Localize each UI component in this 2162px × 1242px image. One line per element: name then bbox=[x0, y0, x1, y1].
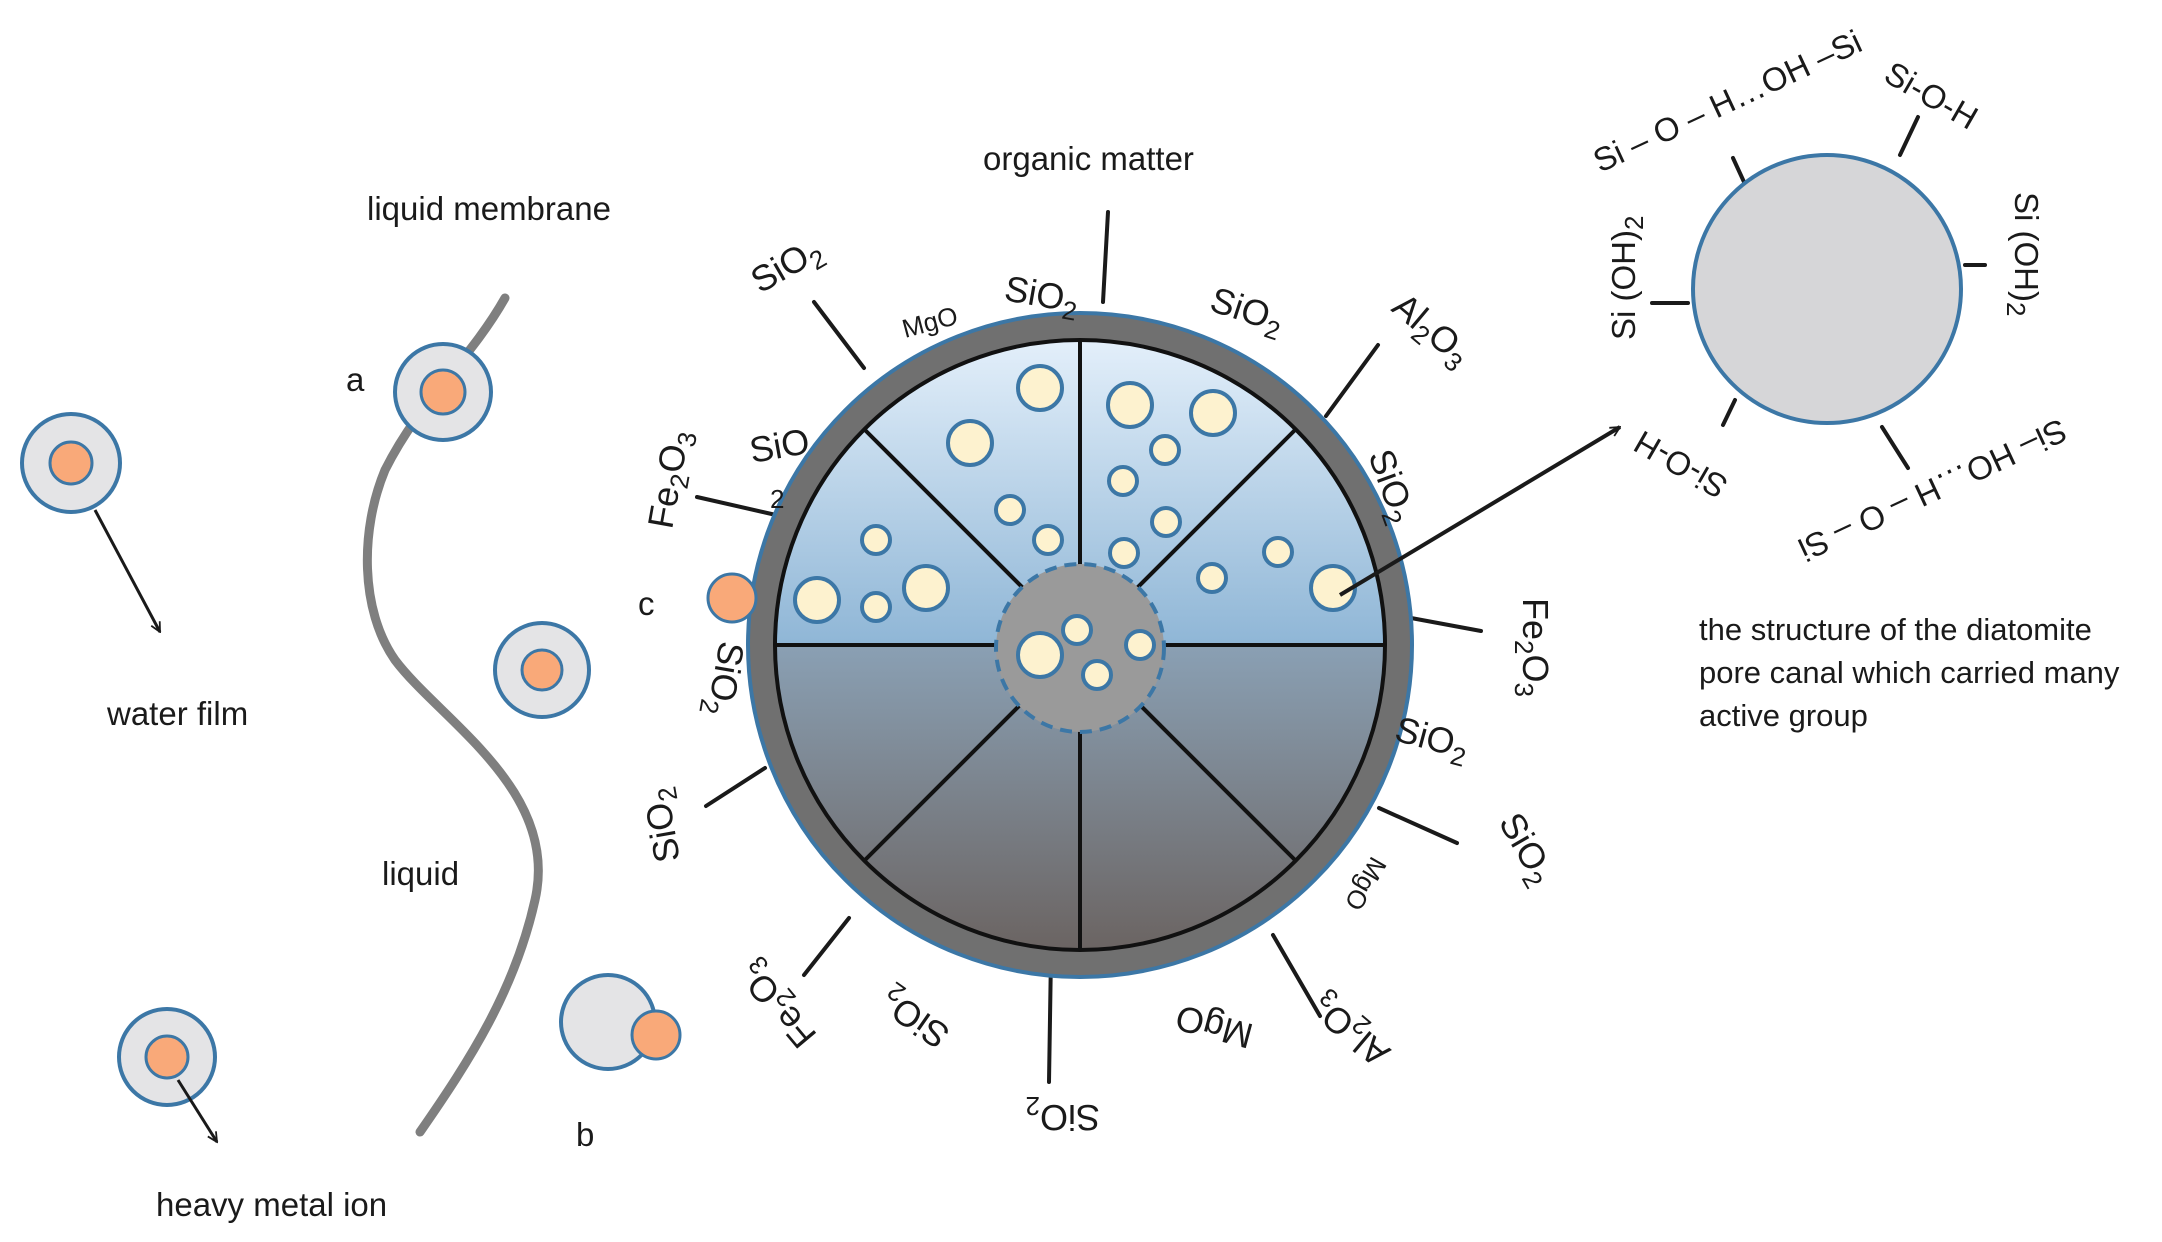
liquid-membrane-label: liquid membrane bbox=[367, 190, 611, 227]
pore-group-si-o-h-top-right: Si-O-H bbox=[1879, 54, 1985, 136]
liquid-label: liquid bbox=[382, 855, 459, 892]
pore-group-si-o-h-bottom-left: Si-O-H bbox=[1628, 424, 1734, 506]
marker-b: b bbox=[576, 1116, 594, 1153]
heavy-metal-arrow bbox=[176, 1079, 219, 1142]
group-fe2o3-left: Fe2O3 bbox=[640, 427, 703, 533]
group-mgo-bottom: MgO bbox=[1171, 997, 1257, 1057]
marker-c: c bbox=[638, 585, 655, 622]
group-sio2-left: SiO2 bbox=[693, 638, 752, 720]
group-fe2o3-bottom-left: Fe2O3 bbox=[729, 950, 829, 1056]
pore-canal-description: the structure of the diatomite pore cana… bbox=[1699, 612, 2120, 733]
group-sio2-lower-right: SiO2 bbox=[1486, 806, 1564, 894]
marker-a: a bbox=[346, 361, 365, 398]
group-sio2-left-lower: SiO2 bbox=[635, 784, 694, 866]
svg-text:the structure of the diatomite: the structure of the diatomite bbox=[1699, 612, 2092, 647]
group-fe2o3-right: Fe2O3 bbox=[1509, 598, 1556, 697]
group-sub-2-left-upper: 2 bbox=[770, 484, 784, 514]
group-sio2-bottom: SiO2 bbox=[1026, 1091, 1100, 1138]
heavy-metal-ion-label: heavy metal ion bbox=[156, 1186, 387, 1223]
ion-particle-a bbox=[393, 342, 493, 442]
ion-particle-b bbox=[559, 973, 682, 1071]
pore-canal-circle bbox=[1691, 153, 1963, 425]
pore-group-si-oh2-right: Si (OH)2 bbox=[2001, 192, 2045, 316]
group-al2o3-bottom-right: Al2O3 bbox=[1303, 982, 1401, 1075]
ion-particle-heavy-metal bbox=[117, 1007, 217, 1107]
water-film-label: water film bbox=[106, 695, 248, 732]
adsorbed-pores bbox=[793, 364, 1357, 691]
pore-group-si-ho-h-o-si-bottom: Si– HO…H – O – Si bbox=[1793, 412, 2073, 569]
water-film-arrow bbox=[93, 509, 162, 632]
group-al2o3-top-right: Al2O3 bbox=[1381, 285, 1479, 378]
group-sio2-right-lower: SiO2 bbox=[1389, 708, 1473, 773]
pore-detail-arrow bbox=[1338, 425, 1620, 597]
ion-particle-liquid bbox=[493, 621, 591, 719]
svg-text:pore canal which carried many: pore canal which carried many bbox=[1699, 655, 2120, 690]
group-mgo-lower-right: MgO bbox=[1339, 852, 1393, 916]
group-sio2-top-left: SiO2 bbox=[744, 228, 832, 306]
group-sio2-top-right: SiO2 bbox=[1204, 279, 1289, 347]
ion-particle-water-film bbox=[20, 412, 122, 514]
surface-group-lines bbox=[695, 210, 1483, 1084]
svg-text:active group: active group bbox=[1699, 698, 1868, 733]
pore-group-si-oh2-left: Si (OH)2 bbox=[1605, 216, 1649, 340]
attached-ion-c bbox=[706, 572, 758, 624]
central-pore-canal bbox=[994, 562, 1166, 734]
group-sio2-bottom-left: SiO2 bbox=[872, 976, 960, 1057]
organic-matter-label: organic matter bbox=[983, 140, 1194, 177]
